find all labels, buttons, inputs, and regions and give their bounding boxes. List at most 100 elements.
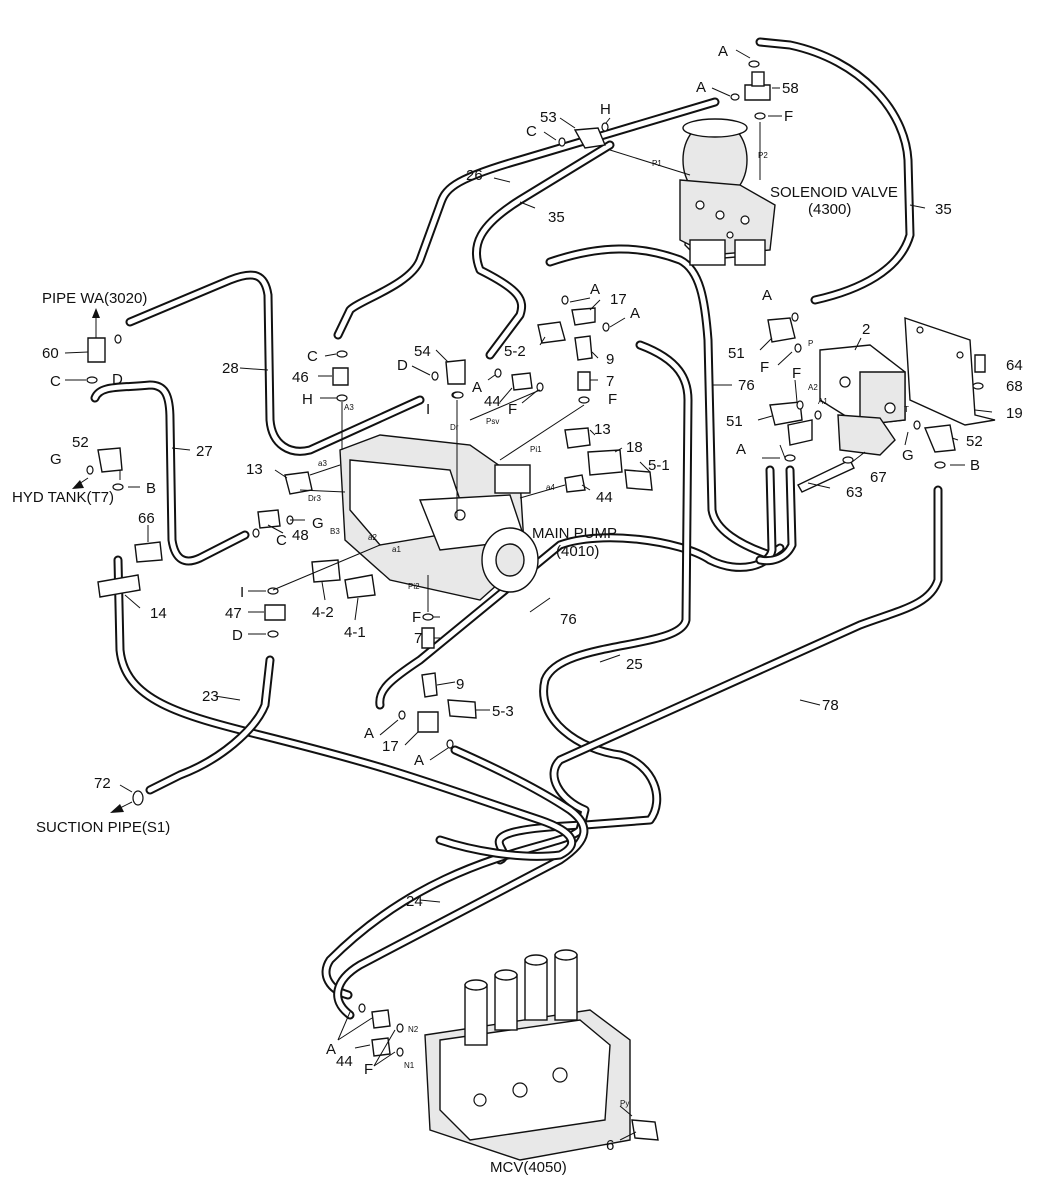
hose-24 bbox=[333, 745, 589, 1020]
port-a4: a4 bbox=[546, 483, 555, 492]
letter-c-1: C bbox=[526, 123, 537, 140]
callout-6: 6 bbox=[606, 1137, 614, 1154]
port-a1-block: A1 bbox=[818, 397, 828, 406]
suction-pipe-label: SUCTION PIPE(S1) bbox=[36, 819, 170, 836]
letter-f-3: F bbox=[792, 365, 801, 382]
port-labels: P1 P2 A3 a3 Dr3 B3 a2 a1 Dr Psv Pi1 a4 P… bbox=[308, 151, 909, 1108]
callout-66: 66 bbox=[138, 510, 155, 527]
letter-i-1: I bbox=[426, 401, 430, 418]
port-p: P bbox=[808, 339, 813, 348]
callout-67: 67 bbox=[870, 469, 887, 486]
callout-5-3: 5-3 bbox=[492, 703, 514, 720]
callout-51-lower: 51 bbox=[726, 413, 743, 430]
arrows bbox=[72, 308, 133, 813]
callout-27: 27 bbox=[196, 443, 213, 460]
callout-2: 2 bbox=[862, 321, 870, 338]
letter-h-2: H bbox=[302, 391, 313, 408]
callout-76-upper: 76 bbox=[738, 377, 755, 394]
callout-5-2: 5-2 bbox=[504, 343, 526, 360]
callout-44-upper: 44 bbox=[484, 393, 501, 410]
hoses bbox=[90, 37, 943, 1020]
callout-14: 14 bbox=[150, 605, 167, 622]
callout-44-mid: 44 bbox=[596, 489, 613, 506]
solenoid-valve-assembly bbox=[679, 118, 776, 266]
port-py: Py bbox=[620, 1099, 629, 1108]
letter-g-2: G bbox=[312, 515, 324, 532]
letter-c-4: C bbox=[276, 532, 287, 549]
solenoid-valve-code: (4300) bbox=[808, 201, 851, 218]
letter-a-7: A bbox=[736, 441, 746, 458]
port-a2-block: A2 bbox=[808, 383, 818, 392]
port-p2: P2 bbox=[758, 151, 768, 160]
callout-48: 48 bbox=[292, 527, 309, 544]
letter-f-4: F bbox=[508, 401, 517, 418]
callout-23: 23 bbox=[202, 688, 219, 705]
letter-callouts: A A A A A A A A A A B B C C C C D D D F … bbox=[50, 43, 980, 1078]
callout-52-right: 52 bbox=[966, 433, 983, 450]
main-pump-label: MAIN PUMP bbox=[532, 525, 617, 542]
letter-d-3: D bbox=[232, 627, 243, 644]
callout-54: 54 bbox=[414, 343, 431, 360]
hose-35-right bbox=[755, 37, 915, 305]
port-a3-upper: A3 bbox=[344, 403, 354, 412]
letter-c-3: C bbox=[50, 373, 61, 390]
letter-f-6: F bbox=[412, 609, 421, 626]
callout-13-left: 13 bbox=[246, 461, 263, 478]
callout-63: 63 bbox=[846, 484, 863, 501]
part-callouts: 58 53 26 35 35 2 51 51 64 68 19 52 52 63… bbox=[42, 80, 1023, 1154]
letter-d-2: D bbox=[397, 357, 408, 374]
letter-i-2: I bbox=[240, 584, 244, 601]
letter-a-10: A bbox=[326, 1041, 336, 1058]
hose-14 bbox=[113, 555, 576, 861]
callout-68: 68 bbox=[1006, 378, 1023, 395]
port-pi2: Pi2 bbox=[408, 582, 420, 591]
letter-f-5: F bbox=[608, 391, 617, 408]
letter-a-8: A bbox=[364, 725, 374, 742]
letter-a-4: A bbox=[590, 281, 600, 298]
hose-78 bbox=[321, 485, 943, 1000]
callout-47: 47 bbox=[225, 605, 242, 622]
callout-51-upper: 51 bbox=[728, 345, 745, 362]
hose-35-mid bbox=[471, 140, 615, 360]
letter-g-3: G bbox=[902, 447, 914, 464]
port-a1: a1 bbox=[392, 545, 401, 554]
hose-76-upper bbox=[545, 244, 785, 560]
callout-24: 24 bbox=[406, 893, 423, 910]
port-psv: Psv bbox=[486, 417, 499, 426]
mcv-assembly bbox=[424, 949, 631, 1161]
hyd-tank-label: HYD TANK(T7) bbox=[12, 489, 114, 506]
letter-f-2: F bbox=[760, 359, 769, 376]
callout-5-1: 5-1 bbox=[648, 457, 670, 474]
port-a2: a2 bbox=[368, 533, 377, 542]
callout-35-mid: 35 bbox=[548, 209, 565, 226]
callout-19: 19 bbox=[1006, 405, 1023, 422]
callout-58: 58 bbox=[782, 80, 799, 97]
callout-25: 25 bbox=[626, 656, 643, 673]
port-b3: B3 bbox=[330, 527, 340, 536]
letter-a-3: A bbox=[762, 287, 772, 304]
callout-17-upper: 17 bbox=[610, 291, 627, 308]
letter-h-1: H bbox=[600, 101, 611, 118]
letter-g-1: G bbox=[50, 451, 62, 468]
hose-27 bbox=[90, 380, 250, 566]
callout-78: 78 bbox=[822, 697, 839, 714]
hose-76-lower bbox=[375, 465, 777, 710]
solenoid-valve-label: SOLENOID VALVE bbox=[770, 184, 898, 201]
callout-7-upper: 7 bbox=[606, 373, 614, 390]
letter-d-1: D bbox=[112, 371, 123, 388]
letter-a-1: A bbox=[718, 43, 728, 60]
port-a3-lower: a3 bbox=[318, 459, 327, 468]
callout-9-lower: 9 bbox=[456, 676, 464, 693]
letter-b-2: B bbox=[146, 480, 156, 497]
port-t: T bbox=[904, 405, 909, 414]
callout-60: 60 bbox=[42, 345, 59, 362]
callout-4-2: 4-2 bbox=[312, 604, 334, 621]
callout-52-left: 52 bbox=[72, 434, 89, 451]
callout-46: 46 bbox=[292, 369, 309, 386]
port-dr3: Dr3 bbox=[308, 494, 321, 503]
mcv-label: MCV(4050) bbox=[490, 1159, 567, 1176]
hose-23 bbox=[145, 655, 275, 795]
callout-13-right: 13 bbox=[594, 421, 611, 438]
port-dr: Dr bbox=[450, 423, 459, 432]
block-assembly-2 bbox=[819, 317, 996, 456]
